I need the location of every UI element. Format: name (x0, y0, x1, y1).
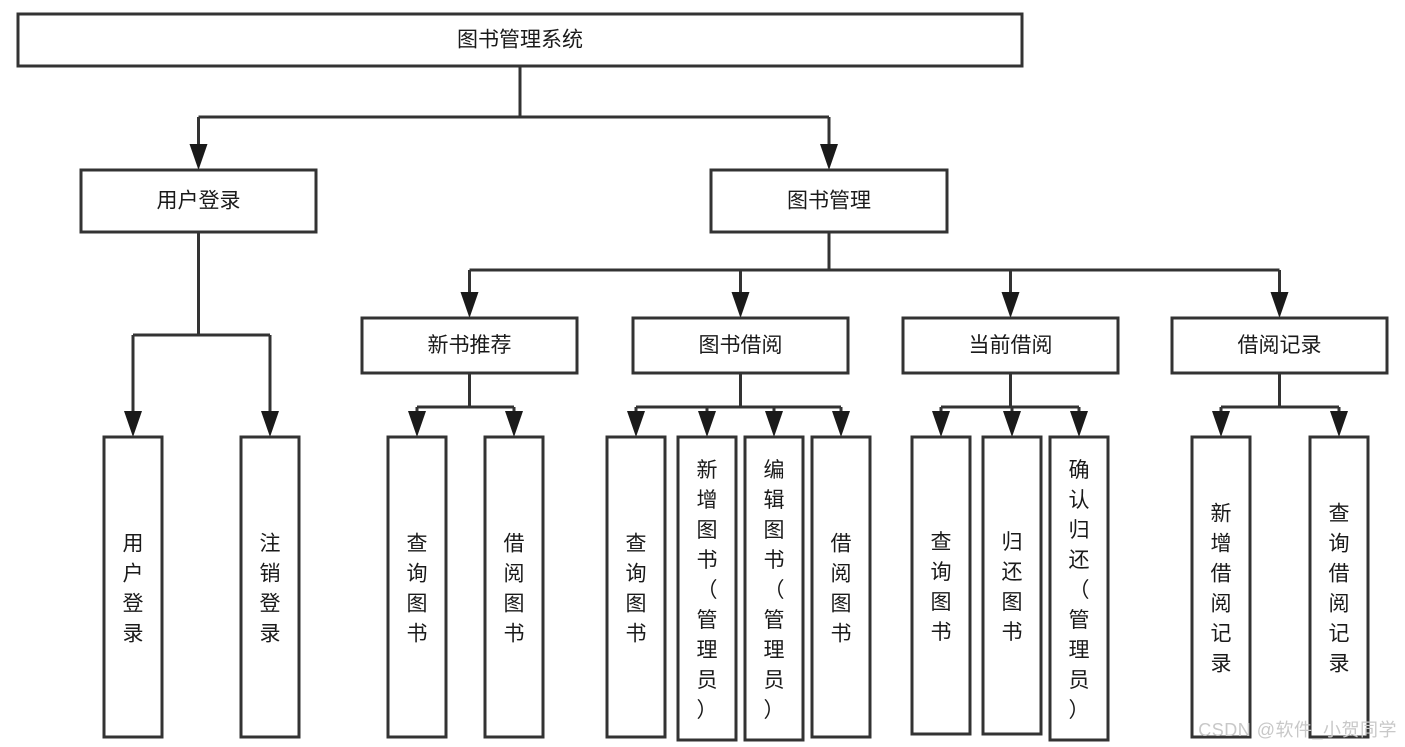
node-label-confirm-return-admin: 确认归还（管理员） (1069, 459, 1090, 722)
node-label-book-borrow: 图书借阅 (699, 334, 783, 357)
node-box-return-book[interactable] (981, 435, 1043, 736)
node-book-manage[interactable]: 图书管理 (709, 168, 949, 234)
node-label-user-logout: 注销登录 (260, 532, 281, 645)
edge-book-borrow-to-edit-book-admin-arrowhead (765, 411, 783, 437)
node-query-borrow-record[interactable]: 查询借阅记录 (1308, 435, 1370, 739)
node-label-new-book-recommend: 新书推荐 (428, 334, 512, 357)
node-box-query-book-1[interactable] (386, 435, 448, 739)
edge-borrow-record-to-query-borrow-record-arrowhead (1330, 411, 1348, 437)
node-box-edit-book-admin[interactable] (743, 435, 805, 742)
edge-new-book-recommend-to-borrow-book-1-arrowhead (505, 411, 523, 437)
node-label-query-book-3: 查询图书 (931, 531, 952, 644)
node-edit-book-admin[interactable]: 编辑图书（管理员） (743, 435, 805, 742)
node-book-borrow[interactable]: 图书借阅 (631, 316, 850, 375)
node-box-query-borrow-record[interactable] (1308, 435, 1370, 739)
edge-book-manage-to-new-book-recommend-arrowhead (460, 292, 479, 318)
node-label-borrow-book-2: 借阅图书 (831, 532, 852, 645)
node-label-root: 图书管理系统 (457, 29, 583, 52)
edge-book-borrow-to-query-book-2-arrowhead (627, 411, 645, 437)
node-borrow-book-1[interactable]: 借阅图书 (483, 435, 545, 739)
edge-user-login-to-user-login-do-arrowhead (124, 411, 142, 437)
node-user-login[interactable]: 用户登录 (79, 168, 318, 234)
node-box-user-logout[interactable] (239, 435, 301, 739)
node-box-current-borrow[interactable] (901, 316, 1120, 375)
node-label-query-book-1: 查询图书 (407, 532, 428, 645)
node-box-borrow-book-1[interactable] (483, 435, 545, 739)
node-label-book-manage: 图书管理 (787, 190, 871, 213)
node-confirm-return-admin[interactable]: 确认归还（管理员） (1048, 435, 1110, 742)
node-root[interactable]: 图书管理系统 (16, 12, 1024, 68)
edge-root-to-book-manage-arrowhead (820, 144, 838, 170)
node-box-borrow-record[interactable] (1170, 316, 1389, 375)
edge-new-book-recommend-to-query-book-1-arrowhead (408, 411, 426, 437)
node-box-user-login[interactable] (79, 168, 318, 234)
node-query-book-1[interactable]: 查询图书 (386, 435, 448, 739)
edge-book-borrow-to-borrow-book-2-arrowhead (832, 411, 850, 437)
node-borrow-record[interactable]: 借阅记录 (1170, 316, 1389, 375)
node-box-book-manage[interactable] (709, 168, 949, 234)
node-return-book[interactable]: 归还图书 (981, 435, 1043, 736)
edge-current-borrow-to-confirm-return-admin-arrowhead (1070, 411, 1088, 437)
node-label-query-borrow-record: 查询借阅记录 (1329, 502, 1350, 675)
connector-layer (124, 66, 1348, 437)
node-current-borrow[interactable]: 当前借阅 (901, 316, 1120, 375)
node-add-borrow-record[interactable]: 新增借阅记录 (1190, 435, 1252, 739)
edge-book-borrow-to-add-book-admin-arrowhead (698, 411, 716, 437)
watermark: CSDN @软件_小贺同学 (1198, 720, 1397, 740)
node-label-borrow-book-1: 借阅图书 (504, 532, 525, 645)
node-label-current-borrow: 当前借阅 (969, 334, 1053, 357)
node-box-borrow-book-2[interactable] (810, 435, 872, 739)
node-label-return-book: 归还图书 (1002, 531, 1023, 644)
node-label-borrow-record: 借阅记录 (1238, 334, 1322, 357)
node-label-add-book-admin: 新增图书（管理员） (697, 459, 718, 722)
node-query-book-3[interactable]: 查询图书 (910, 435, 972, 736)
node-box-query-book-3[interactable] (910, 435, 972, 736)
node-borrow-book-2[interactable]: 借阅图书 (810, 435, 872, 739)
node-box-user-login-do[interactable] (102, 435, 164, 739)
node-new-book-recommend[interactable]: 新书推荐 (360, 316, 579, 375)
node-label-user-login-do: 用户登录 (123, 532, 144, 645)
node-query-book-2[interactable]: 查询图书 (605, 435, 667, 739)
edge-book-manage-to-borrow-record-arrowhead (1270, 292, 1289, 318)
node-user-login-do[interactable]: 用户登录 (102, 435, 164, 739)
node-box-add-book-admin[interactable] (676, 435, 738, 742)
edge-current-borrow-to-return-book-arrowhead (1003, 411, 1021, 437)
node-label-query-book-2: 查询图书 (626, 532, 647, 645)
node-label-user-login: 用户登录 (157, 190, 241, 213)
node-box-root[interactable] (16, 12, 1024, 68)
edge-root-to-user-login-arrowhead (189, 144, 208, 170)
node-user-logout[interactable]: 注销登录 (239, 435, 301, 739)
node-box-confirm-return-admin[interactable] (1048, 435, 1110, 742)
node-add-book-admin[interactable]: 新增图书（管理员） (676, 435, 738, 742)
node-box-new-book-recommend[interactable] (360, 316, 579, 375)
node-box-book-borrow[interactable] (631, 316, 850, 375)
edge-current-borrow-to-query-book-3-arrowhead (932, 411, 950, 437)
edge-book-manage-to-current-borrow-arrowhead (1001, 292, 1020, 318)
edge-user-login-to-user-logout-arrowhead (261, 411, 279, 437)
node-label-edit-book-admin: 编辑图书（管理员） (764, 459, 785, 722)
node-box-add-borrow-record[interactable] (1190, 435, 1252, 739)
edge-borrow-record-to-add-borrow-record-arrowhead (1212, 411, 1230, 437)
node-box-query-book-2[interactable] (605, 435, 667, 739)
node-layer: 图书管理系统用户登录图书管理用户登录注销登录新书推荐查询图书借阅图书图书借阅查询… (16, 12, 1389, 742)
edge-book-manage-to-book-borrow-arrowhead (731, 292, 750, 318)
node-label-add-borrow-record: 新增借阅记录 (1211, 502, 1232, 675)
